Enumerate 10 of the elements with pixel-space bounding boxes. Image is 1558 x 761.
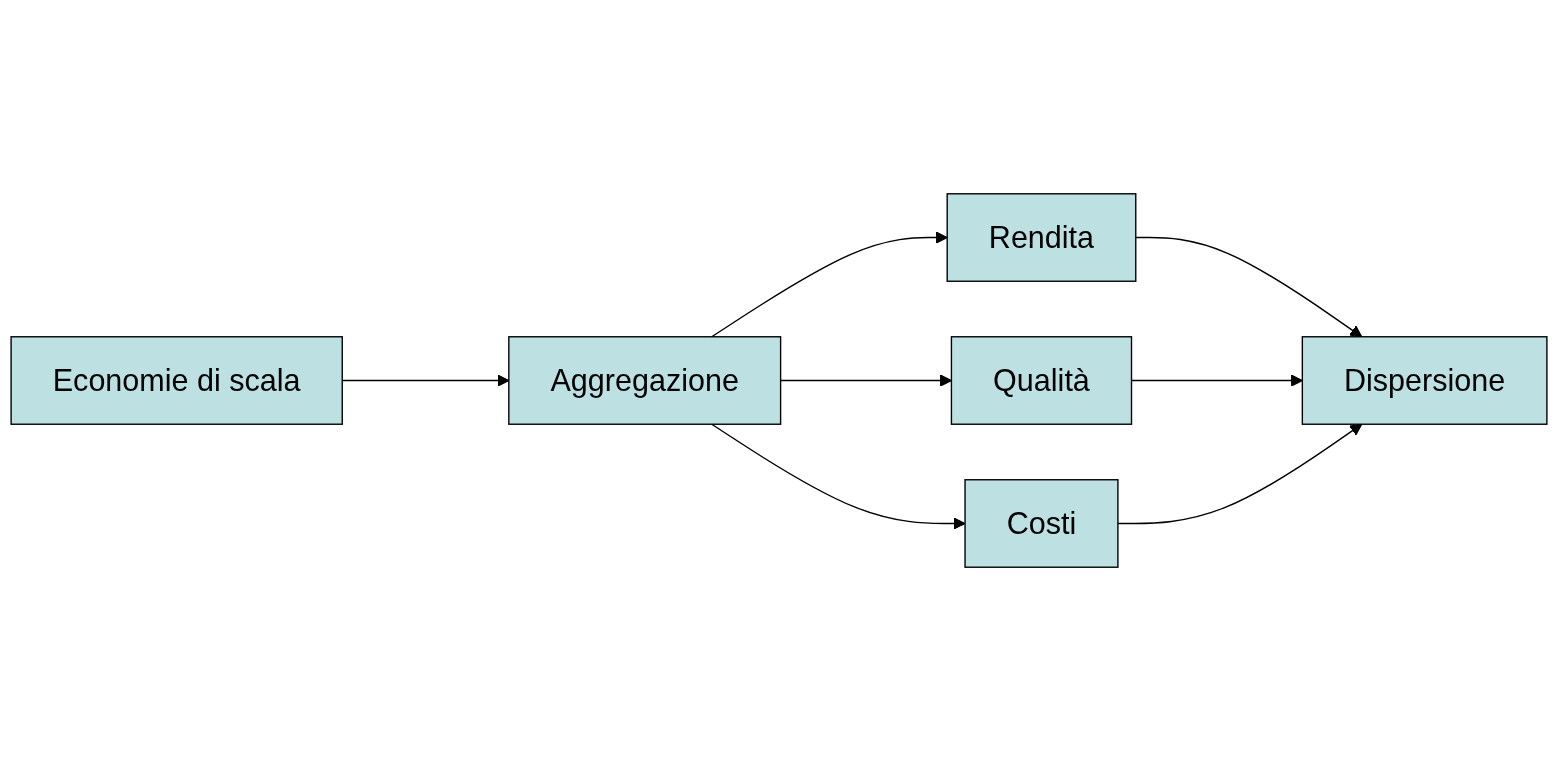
arrow	[1117, 423, 1363, 525]
node-box: Rendita	[946, 193, 1137, 282]
node-box: Economie di scala	[10, 336, 343, 425]
node-box: Costi	[964, 479, 1119, 568]
arrow	[711, 231, 948, 338]
node-box: Dispersione	[1301, 336, 1548, 425]
node-box: Aggregazione	[508, 336, 782, 425]
arrow	[711, 423, 966, 530]
node-box: Qualità	[950, 336, 1133, 425]
arrow	[1135, 236, 1363, 338]
